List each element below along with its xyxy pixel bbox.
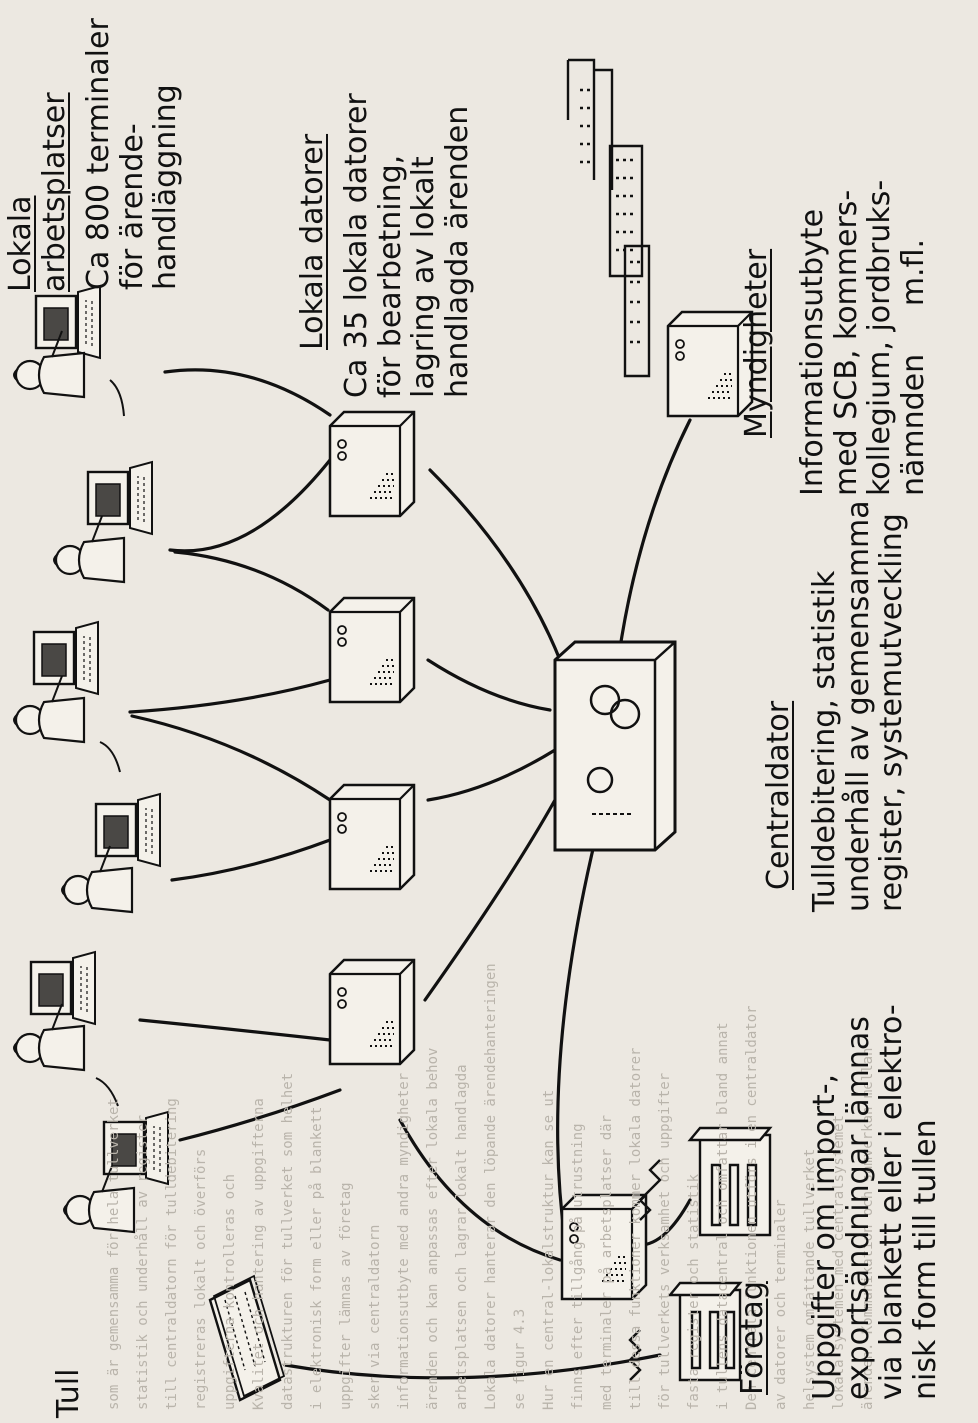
local-computer-2 <box>330 598 414 702</box>
link-tull-form-to-foretag <box>285 1355 660 1378</box>
local-computer-4 <box>330 960 414 1064</box>
workstation-1 <box>14 286 124 416</box>
local-computer-3 <box>330 785 414 889</box>
link-local-3-to-central <box>428 750 555 800</box>
link-local-4-to-foretag-box <box>400 1120 560 1260</box>
link-workstation-2-to-local-2 <box>175 552 328 610</box>
link-workstation-6-to-local-4 <box>180 1090 340 1140</box>
central-computer <box>555 642 675 850</box>
link-local-4-to-central <box>425 800 555 1000</box>
link-workstation-3-to-local-2 <box>130 680 330 712</box>
myndigheter-buildings <box>568 60 649 376</box>
link-local-1-to-central <box>430 470 560 660</box>
workstation-5 <box>14 952 118 1106</box>
foretag-buildings <box>630 1128 770 1380</box>
workstation-6 <box>64 1112 168 1232</box>
link-local-2-to-central <box>428 660 550 710</box>
link-central-to-myndigheter <box>620 420 690 648</box>
link-workstation-4-to-local-3 <box>172 840 330 880</box>
tull-form-stack <box>210 1276 284 1400</box>
myndigheter-computer <box>668 312 752 416</box>
workstation-2 <box>54 462 152 582</box>
link-central-to-foretag-box <box>558 820 600 1240</box>
workstation-4 <box>62 794 160 912</box>
link-workstation-5-to-local-4 <box>140 1020 330 1040</box>
link-workstation-3-to-local-3 <box>132 716 330 800</box>
link-workstation-1-to-local-1 <box>165 370 330 415</box>
workstation-3 <box>14 622 120 772</box>
foretag-computer <box>562 1195 646 1299</box>
link-workstation-2-to-local-1 <box>170 460 330 551</box>
local-computer-1 <box>330 412 414 516</box>
